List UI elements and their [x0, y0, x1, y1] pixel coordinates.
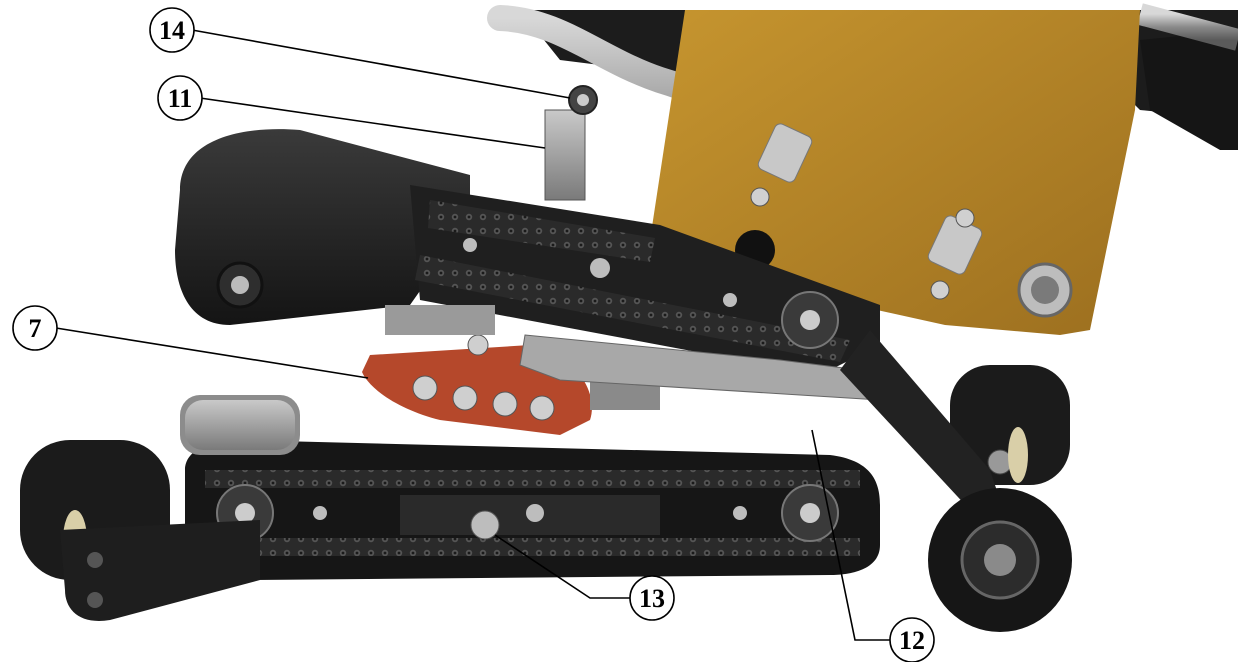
- callout-7-label: 7: [29, 314, 42, 343]
- callout-12: 12: [811, 429, 935, 662]
- leader-line-13: [494, 534, 630, 599]
- callout-11-label: 11: [168, 84, 193, 113]
- pipe-clamps: [750, 123, 983, 300]
- callout-7: 7: [12, 305, 369, 379]
- leader-line-14: [191, 29, 571, 99]
- callout-14-label: 14: [159, 16, 185, 45]
- leader-line-11: [199, 97, 546, 149]
- yellow-housing: [650, 10, 1140, 335]
- callout-13: 13: [494, 534, 675, 621]
- callout-14: 14: [149, 7, 571, 99]
- leader-line-7: [55, 327, 369, 379]
- left-wheel: [20, 440, 260, 621]
- right-wheels: [840, 330, 1072, 632]
- callout-12-label: 12: [899, 626, 925, 655]
- callout-11: 11: [157, 75, 546, 149]
- upper-chain-arm: [175, 129, 880, 375]
- leader-line-12: [811, 429, 890, 641]
- callout-13-label: 13: [639, 584, 665, 613]
- standoff-nut: [544, 85, 598, 201]
- lower-chain-arm: [185, 440, 880, 580]
- gear-drum: [180, 395, 300, 455]
